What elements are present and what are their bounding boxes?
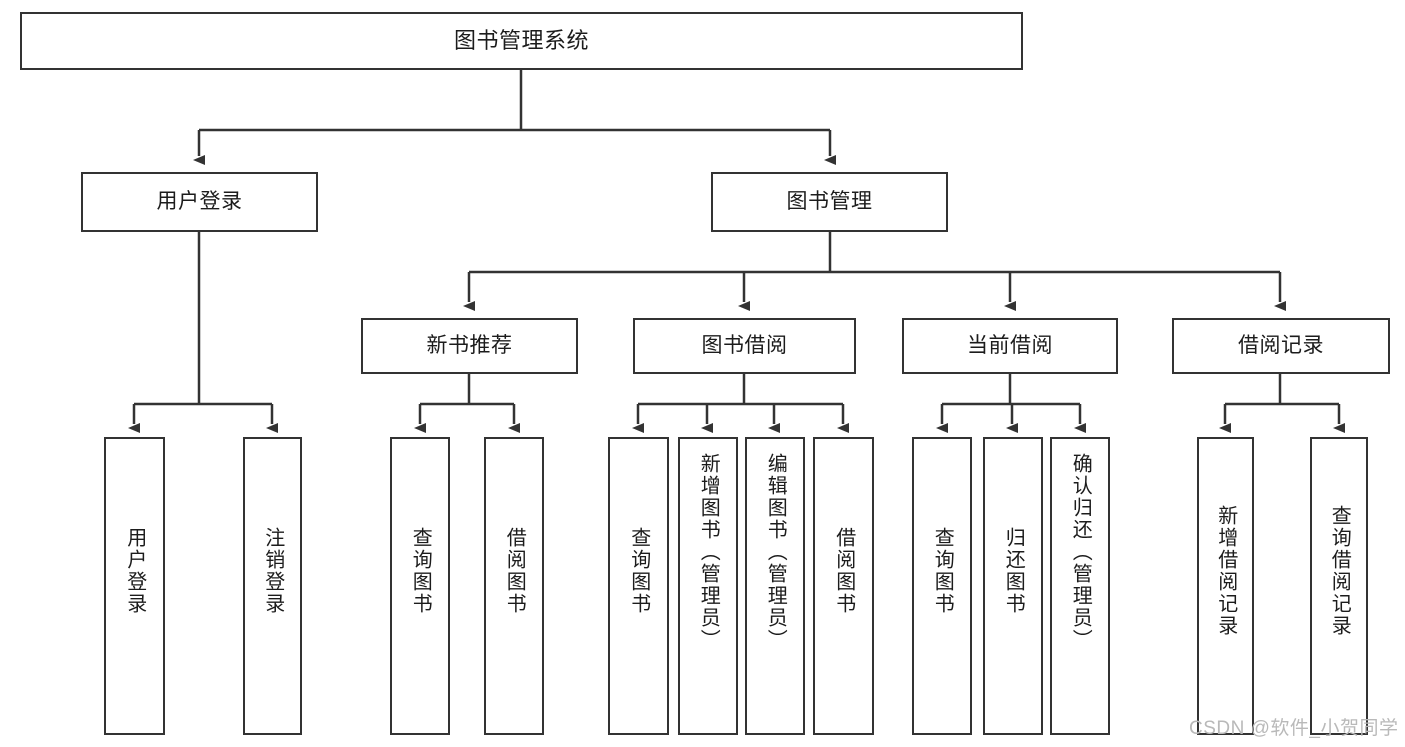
leaf-book-borrow-4-label: 借阅图书	[832, 527, 855, 615]
node-new-book-recommend[interactable]: 新书推荐	[361, 318, 578, 374]
leaf-user-login-1-label: 用户登录	[123, 527, 146, 615]
node-book-manage-label: 图书管理	[786, 189, 873, 213]
node-new-book-recommend-label: 新书推荐	[426, 333, 513, 357]
node-root[interactable]: 图书管理系统	[20, 12, 1023, 70]
leaf-borrow-record-1[interactable]: 新增借阅记录	[1197, 437, 1254, 735]
leaf-current-borrow-2[interactable]: 归还图书	[983, 437, 1043, 735]
node-user-login-label: 用户登录	[156, 189, 243, 213]
leaf-new-book-1[interactable]: 查询图书	[390, 437, 450, 735]
leaf-new-book-2-label: 借阅图书	[503, 527, 526, 615]
leaf-user-login-1[interactable]: 用户登录	[104, 437, 165, 735]
leaf-current-borrow-3[interactable]: 确认归还（管理员）	[1050, 437, 1110, 735]
leaf-current-borrow-1-label: 查询图书	[931, 527, 954, 615]
leaf-user-login-2[interactable]: 注销登录	[243, 437, 302, 735]
leaf-user-login-2-label: 注销登录	[261, 527, 284, 615]
node-user-login[interactable]: 用户登录	[81, 172, 318, 232]
node-borrow-record[interactable]: 借阅记录	[1172, 318, 1390, 374]
leaf-book-borrow-2[interactable]: 新增图书（管理员）	[678, 437, 738, 735]
leaf-current-borrow-3-label: 确认归还（管理员）	[1069, 453, 1092, 651]
leaf-borrow-record-1-label: 新增借阅记录	[1214, 505, 1237, 637]
leaf-book-borrow-1[interactable]: 查询图书	[608, 437, 669, 735]
node-book-borrow-label: 图书借阅	[701, 333, 788, 357]
leaf-new-book-1-label: 查询图书	[409, 527, 432, 615]
node-book-manage[interactable]: 图书管理	[711, 172, 948, 232]
watermark: CSDN @软件_小贺同学	[1189, 718, 1399, 739]
leaf-book-borrow-3[interactable]: 编辑图书（管理员）	[745, 437, 805, 735]
node-current-borrow[interactable]: 当前借阅	[902, 318, 1118, 374]
node-borrow-record-label: 借阅记录	[1238, 333, 1324, 357]
leaf-current-borrow-2-label: 归还图书	[1002, 527, 1025, 615]
leaf-current-borrow-1[interactable]: 查询图书	[912, 437, 972, 735]
node-current-borrow-label: 当前借阅	[967, 333, 1053, 357]
leaf-borrow-record-2-label: 查询借阅记录	[1328, 505, 1351, 637]
node-book-borrow[interactable]: 图书借阅	[633, 318, 856, 374]
leaf-book-borrow-1-label: 查询图书	[627, 527, 650, 615]
leaf-book-borrow-2-label: 新增图书（管理员）	[697, 453, 720, 651]
node-root-label: 图书管理系统	[453, 28, 589, 54]
leaf-new-book-2[interactable]: 借阅图书	[484, 437, 544, 735]
leaf-book-borrow-4[interactable]: 借阅图书	[813, 437, 874, 735]
leaf-borrow-record-2[interactable]: 查询借阅记录	[1310, 437, 1368, 735]
leaf-book-borrow-3-label: 编辑图书（管理员）	[764, 453, 787, 651]
